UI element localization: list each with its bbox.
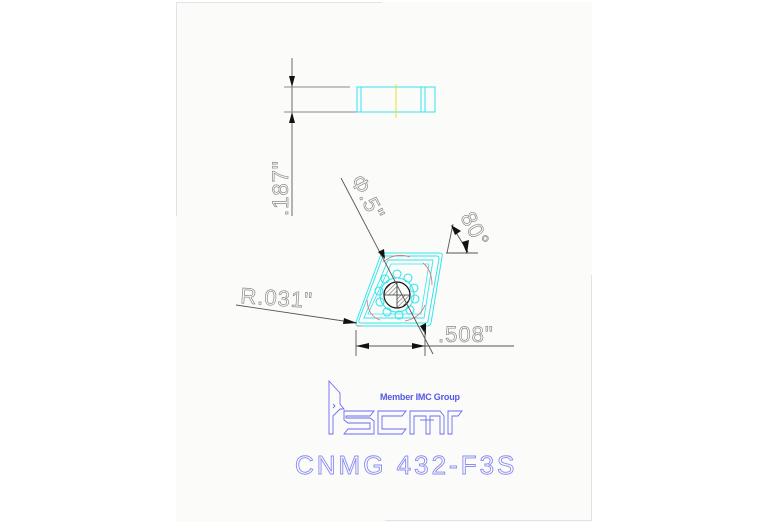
hole-diameter-label: Φ.5": [346, 171, 390, 225]
angle-dimension-label: 80°: [456, 208, 495, 252]
thickness-dimension-label: .187": [268, 160, 293, 216]
drawing-sheet: [176, 2, 592, 522]
iscar-logo: [328, 379, 463, 435]
sheet-border-bottom: [385, 520, 592, 521]
inscribed-width-label: .508": [438, 322, 494, 347]
part-code-label: CNMG 432-F3S: [295, 450, 517, 480]
logo-tagline: Member IMC Group: [380, 392, 461, 402]
sheet-border-right: [591, 275, 592, 521]
sheet-border-top: [176, 2, 382, 3]
corner-radius-label: R.031": [240, 283, 314, 313]
sheet-border-left: [176, 2, 177, 216]
side-view: .187": [268, 58, 436, 216]
